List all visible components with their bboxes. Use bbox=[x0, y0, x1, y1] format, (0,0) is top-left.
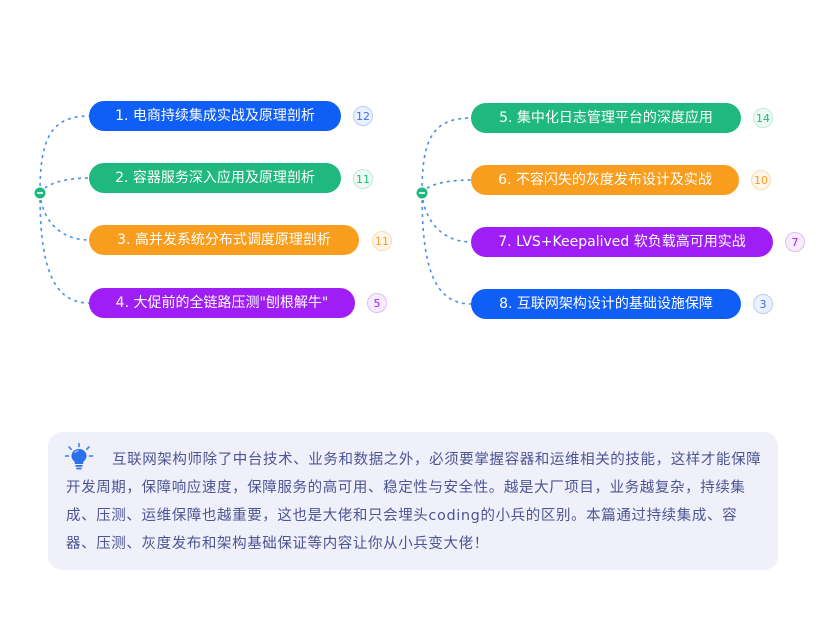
topic-count-badge-4: 5 bbox=[367, 293, 387, 313]
topic-count-badge-1: 12 bbox=[353, 106, 373, 126]
topic-count-badge-6: 10 bbox=[751, 170, 771, 190]
topic-pill-6[interactable]: 6. 不容闪失的灰度发布设计及实战 bbox=[471, 165, 739, 195]
topic-count-badge-8: 3 bbox=[753, 294, 773, 314]
description-box: 互联网架构师除了中台技术、业务和数据之外，必须要掌握容器和运维相关的技能，这样才… bbox=[48, 432, 778, 570]
topic-count-badge-7: 7 bbox=[785, 232, 805, 252]
topic-pill-4[interactable]: 4. 大促前的全链路压测"刨根解牛" bbox=[89, 288, 355, 318]
topic-pill-3[interactable]: 3. 高并发系统分布式调度原理剖析 bbox=[89, 225, 359, 255]
lightbulb-icon bbox=[64, 442, 94, 470]
topic-count-badge-3: 11 bbox=[372, 231, 392, 251]
left-branch-node bbox=[34, 187, 46, 199]
description-text: 互联网架构师除了中台技术、业务和数据之外，必须要掌握容器和运维相关的技能，这样才… bbox=[66, 452, 762, 552]
topic-pill-2[interactable]: 2. 容器服务深入应用及原理剖析 bbox=[89, 163, 341, 193]
topic-pill-5[interactable]: 5. 集中化日志管理平台的深度应用 bbox=[471, 103, 741, 133]
right-branch-node bbox=[416, 187, 428, 199]
topic-count-badge-5: 14 bbox=[753, 108, 773, 128]
topic-pill-8[interactable]: 8. 互联网架构设计的基础设施保障 bbox=[471, 289, 741, 319]
topic-pill-1[interactable]: 1. 电商持续集成实战及原理剖析 bbox=[89, 101, 341, 131]
topic-pill-7[interactable]: 7. LVS+Keepalived 软负载高可用实战 bbox=[471, 227, 773, 257]
topic-count-badge-2: 11 bbox=[353, 169, 373, 189]
